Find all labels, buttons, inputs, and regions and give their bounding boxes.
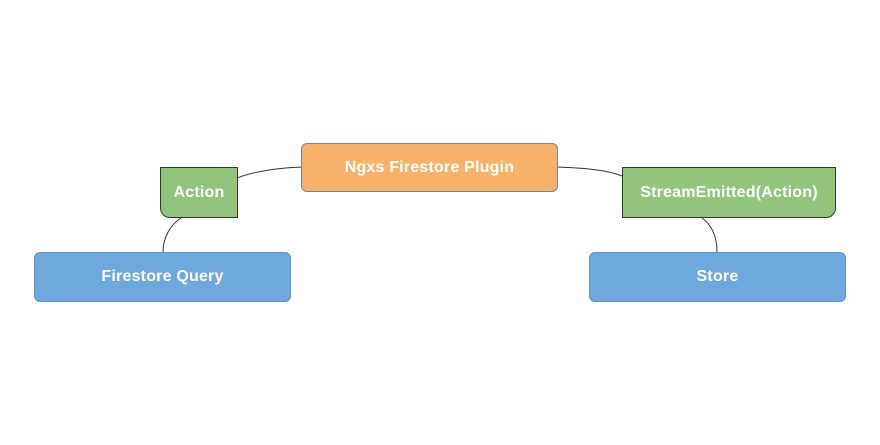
connector-plugin-to-stream xyxy=(556,166,623,177)
stream-emitted-node[interactable]: StreamEmitted(Action) xyxy=(622,167,836,218)
action-node[interactable]: Action xyxy=(160,167,238,218)
plugin-label: Ngxs Firestore Plugin xyxy=(344,158,515,176)
connector-action-to-plugin xyxy=(236,166,303,179)
firestore-query-node[interactable]: Firestore Query xyxy=(34,252,291,302)
store-label: Store xyxy=(696,268,739,285)
stream-emitted-label: StreamEmitted(Action) xyxy=(640,183,818,201)
store-node[interactable]: Store xyxy=(589,252,846,302)
connector-query-to-action xyxy=(162,217,182,253)
connector-stream-to-store xyxy=(701,217,718,253)
action-label: Action xyxy=(173,183,225,201)
ngxs-firestore-plugin-node[interactable]: Ngxs Firestore Plugin xyxy=(301,143,558,192)
firestore-query-label: Firestore Query xyxy=(101,268,224,285)
